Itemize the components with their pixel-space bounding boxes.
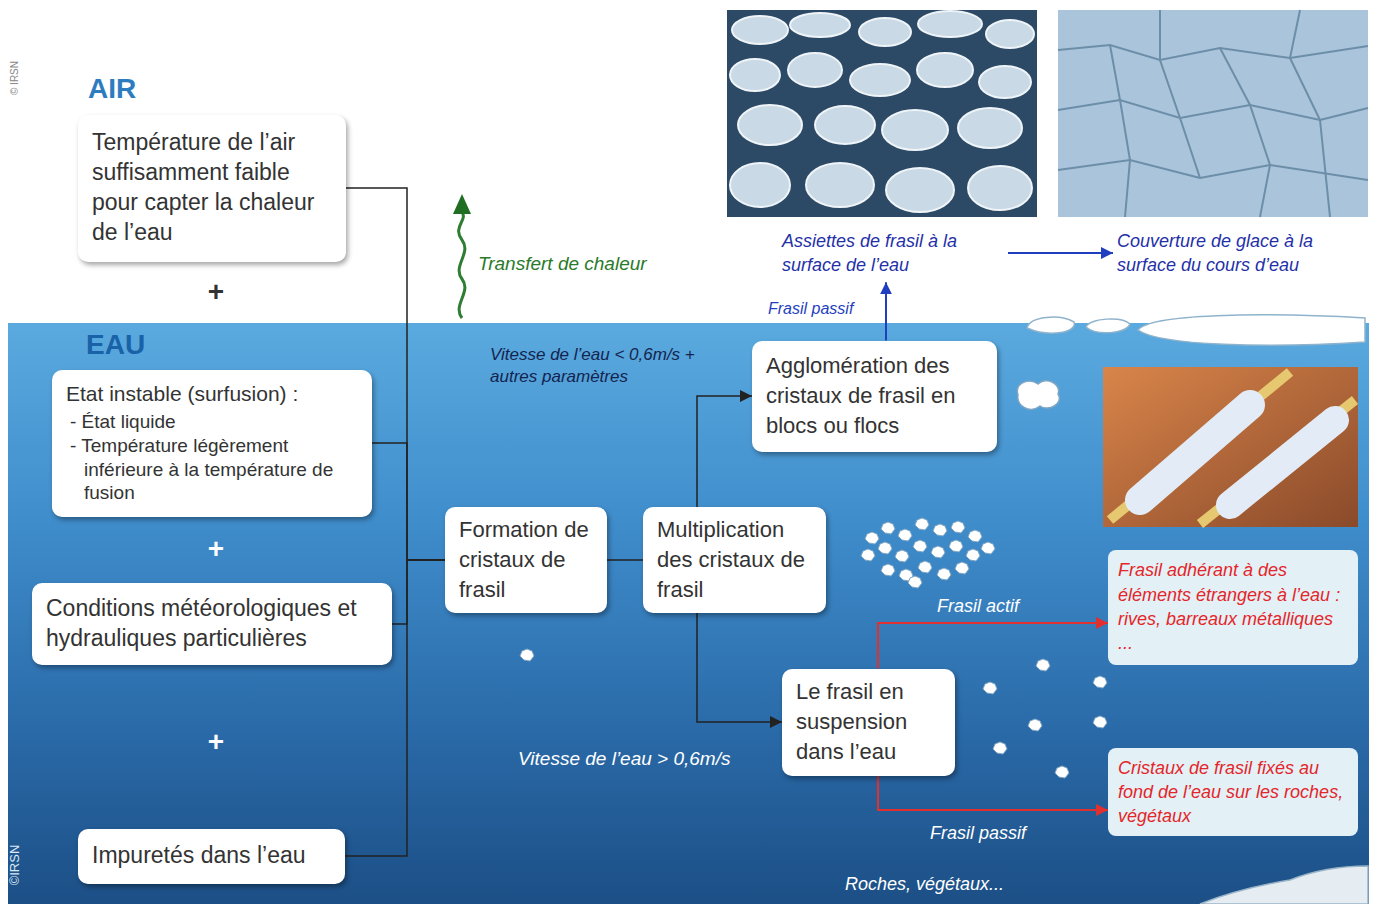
frasil-floc: [1017, 381, 1059, 410]
edge-label: Frasil passif: [930, 823, 1026, 844]
condition-box: Impuretés dans l’eau: [78, 829, 345, 884]
ice-floes: [1027, 315, 1365, 345]
node-text: Assiettes de frasil à la surface de l’ea…: [782, 229, 1004, 278]
heat-transfer-arrow: [453, 194, 471, 318]
watermark: © IRSN: [9, 61, 20, 95]
process-box: Formation de cristaux de frasil: [445, 507, 607, 612]
rocks: [1200, 866, 1368, 904]
connector: [607, 559, 643, 561]
process-box: Agglomération des cristaux de frasil en …: [752, 341, 997, 452]
condition-box: Température de l’air suffisamment faible…: [78, 115, 346, 262]
outcome-note: Cristaux de frasil fixés au fond de l’ea…: [1108, 748, 1358, 837]
heat-label: Transfert de chaleur: [478, 253, 647, 275]
plus-sign: +: [208, 726, 224, 758]
connector: [878, 776, 1108, 811]
node-text: Cristaux de frasil fixés au fond de l’ea…: [1118, 756, 1348, 829]
photo-ice-cover: [1058, 10, 1368, 217]
condition-box: Etat instable (surfusion) : - État liquid…: [52, 370, 372, 517]
node-text: Formation de cristaux de frasil: [459, 515, 593, 604]
photo-frasil-on-bars: [1103, 367, 1358, 527]
connector: [1008, 252, 1113, 254]
node-text: Impuretés dans l’eau: [92, 841, 331, 871]
node-text: Etat instable (surfusion) :: [66, 381, 358, 407]
bottom-label: Roches, végétaux...: [845, 874, 1004, 895]
node-text: Le frasil en suspension dans l’eau: [796, 677, 941, 766]
edge-label: Vitesse de l’eau > 0,6m/s: [518, 748, 730, 770]
section-heading: AIR: [88, 73, 136, 105]
process-box: Le frasil en suspension dans l’eau: [782, 669, 955, 776]
watermark: ©IRSN: [7, 845, 22, 886]
photo-pancake-ice: [727, 10, 1037, 217]
process-box: Multiplication des cristaux de frasil: [643, 507, 826, 612]
edge-label: Vitesse de l’eau < 0,6m/s + autres param…: [490, 344, 710, 388]
connector: [697, 396, 752, 507]
connector: [878, 623, 1108, 669]
node-text: Agglomération des cristaux de frasil en …: [766, 351, 983, 440]
plus-sign: +: [208, 533, 224, 565]
condition-box: Conditions météorologiques et hydrauliqu…: [32, 583, 392, 665]
photo-caption: Couverture de glace à la surface du cour…: [1113, 227, 1367, 280]
node-text: Couverture de glace à la surface du cour…: [1117, 229, 1363, 278]
plus-sign: +: [208, 276, 224, 308]
connector: [372, 443, 445, 560]
node-text: Multiplication des cristaux de frasil: [657, 515, 812, 604]
edge-label: Frasil actif: [937, 596, 1019, 617]
node-text: Frasil adhérant à des éléments étrangers…: [1118, 558, 1348, 655]
edge-label: Frasil passif: [768, 300, 853, 318]
water-ground: [8, 323, 1369, 904]
outcome-note: Frasil adhérant à des éléments étrangers…: [1108, 550, 1358, 665]
connector: [885, 282, 887, 340]
photo-caption: Assiettes de frasil à la surface de l’ea…: [778, 227, 1008, 280]
connector: [392, 560, 445, 624]
section-heading: EAU: [86, 329, 145, 361]
connector: [697, 613, 782, 722]
node-text: - État liquide: [66, 410, 358, 434]
node-text: Température de l’air suffisamment faible…: [92, 128, 332, 248]
node-text: - Température légèrement inférieure à la…: [66, 434, 358, 505]
node-text: Conditions météorologiques et hydrauliqu…: [46, 594, 378, 654]
